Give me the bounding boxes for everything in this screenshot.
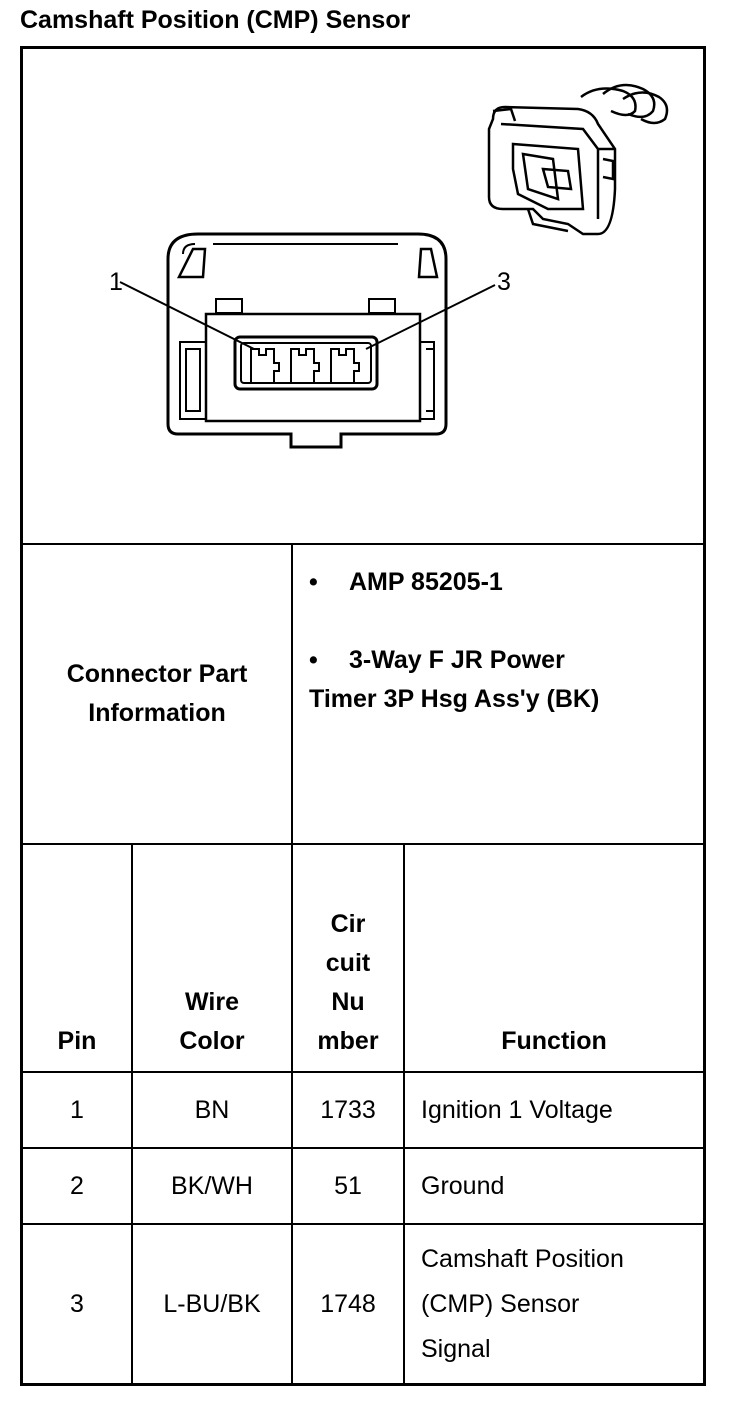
bullet-icon: • — [309, 646, 318, 674]
connector-part-label-line2: Information — [88, 699, 226, 727]
connector-table: 1 3 Connector Part Informati — [20, 46, 706, 1386]
wire-color-cell: L-BU/BK — [133, 1225, 291, 1383]
header-function: Function — [405, 845, 703, 1071]
table-row: 2 — [23, 1149, 131, 1223]
header-circuit-line: Nu — [331, 988, 365, 1016]
connector-part-info: • AMP 85205-1 • 3-Way F JR Power Timer 3P … — [309, 563, 699, 833]
table-row: 3 — [23, 1225, 131, 1383]
header-circuit-line: Cir — [330, 910, 366, 938]
page-title: Camshaft Position (CMP) Sensor — [20, 6, 411, 34]
connector-face — [166, 232, 448, 449]
header-pin: Pin — [23, 845, 131, 1071]
function-cell: Ground — [421, 1149, 703, 1223]
circuit-cell: 1733 — [293, 1073, 403, 1147]
bullet-icon: • — [309, 568, 318, 596]
header-wire-color-line: Color — [179, 1027, 245, 1055]
pin-label-3: 3 — [497, 268, 511, 296]
circuit-cell: 1748 — [293, 1225, 403, 1383]
wire-color-cell: BK/WH — [133, 1149, 291, 1223]
header-circuit-line: cuit — [325, 949, 371, 977]
function-cell: Camshaft Position (CMP) Sensor Signal — [421, 1225, 703, 1383]
function-value-line: (CMP) Sensor — [421, 1289, 580, 1318]
pin-cell: 3 — [70, 1289, 84, 1318]
connector-part-item: • AMP 85205-1 — [309, 563, 699, 602]
connector-part-item-text: AMP 85205-1 — [349, 568, 503, 596]
pin-cell: 2 — [70, 1171, 84, 1200]
header-wire-color: Wire Color — [133, 845, 291, 1071]
circuit-value: 1748 — [320, 1289, 376, 1318]
header-pin-label: Pin — [57, 1027, 97, 1055]
pin-cell: 1 — [70, 1095, 84, 1124]
header-wire-color-line: Wire — [185, 988, 239, 1016]
header-circuit-number: Cir cuit Nu mber — [293, 845, 403, 1071]
circuit-cell: 51 — [293, 1149, 403, 1223]
function-value: Ground — [421, 1171, 505, 1200]
function-cell: Ignition 1 Voltage — [421, 1073, 703, 1147]
function-value: Ignition 1 Voltage — [421, 1095, 613, 1124]
pin-leader-lines — [119, 281, 496, 350]
function-value-line: Camshaft Position — [421, 1244, 624, 1273]
circuit-value: 1733 — [320, 1095, 376, 1124]
connector-diagram: 1 3 — [23, 49, 703, 543]
connector-part-item-text: 3-Way F JR Power — [349, 646, 565, 674]
wire-color-value: BK/WH — [171, 1171, 253, 1200]
circuit-value: 51 — [334, 1171, 362, 1200]
connector-terminals — [250, 348, 360, 384]
connector-drawing: 1 3 — [109, 83, 669, 449]
connector-part-label: Connector Part Information — [23, 545, 291, 843]
header-circuit-line: mber — [317, 1027, 379, 1055]
connector-part-item: • 3-Way F JR Power Timer 3P Hsg Ass'y (BK… — [309, 641, 699, 719]
connector-3d-view — [487, 83, 669, 236]
wire-color-value: L-BU/BK — [163, 1289, 261, 1318]
function-value-line: Signal — [421, 1334, 491, 1363]
wire-color-value: BN — [194, 1095, 230, 1124]
connector-part-item-text-cont: Timer 3P Hsg Ass'y (BK) — [309, 685, 600, 713]
pin-label-1: 1 — [109, 268, 123, 296]
table-row: 1 — [23, 1073, 131, 1147]
connector-part-label-line1: Connector Part — [66, 660, 248, 688]
header-function-label: Function — [501, 1027, 607, 1055]
wire-color-cell: BN — [133, 1073, 291, 1147]
